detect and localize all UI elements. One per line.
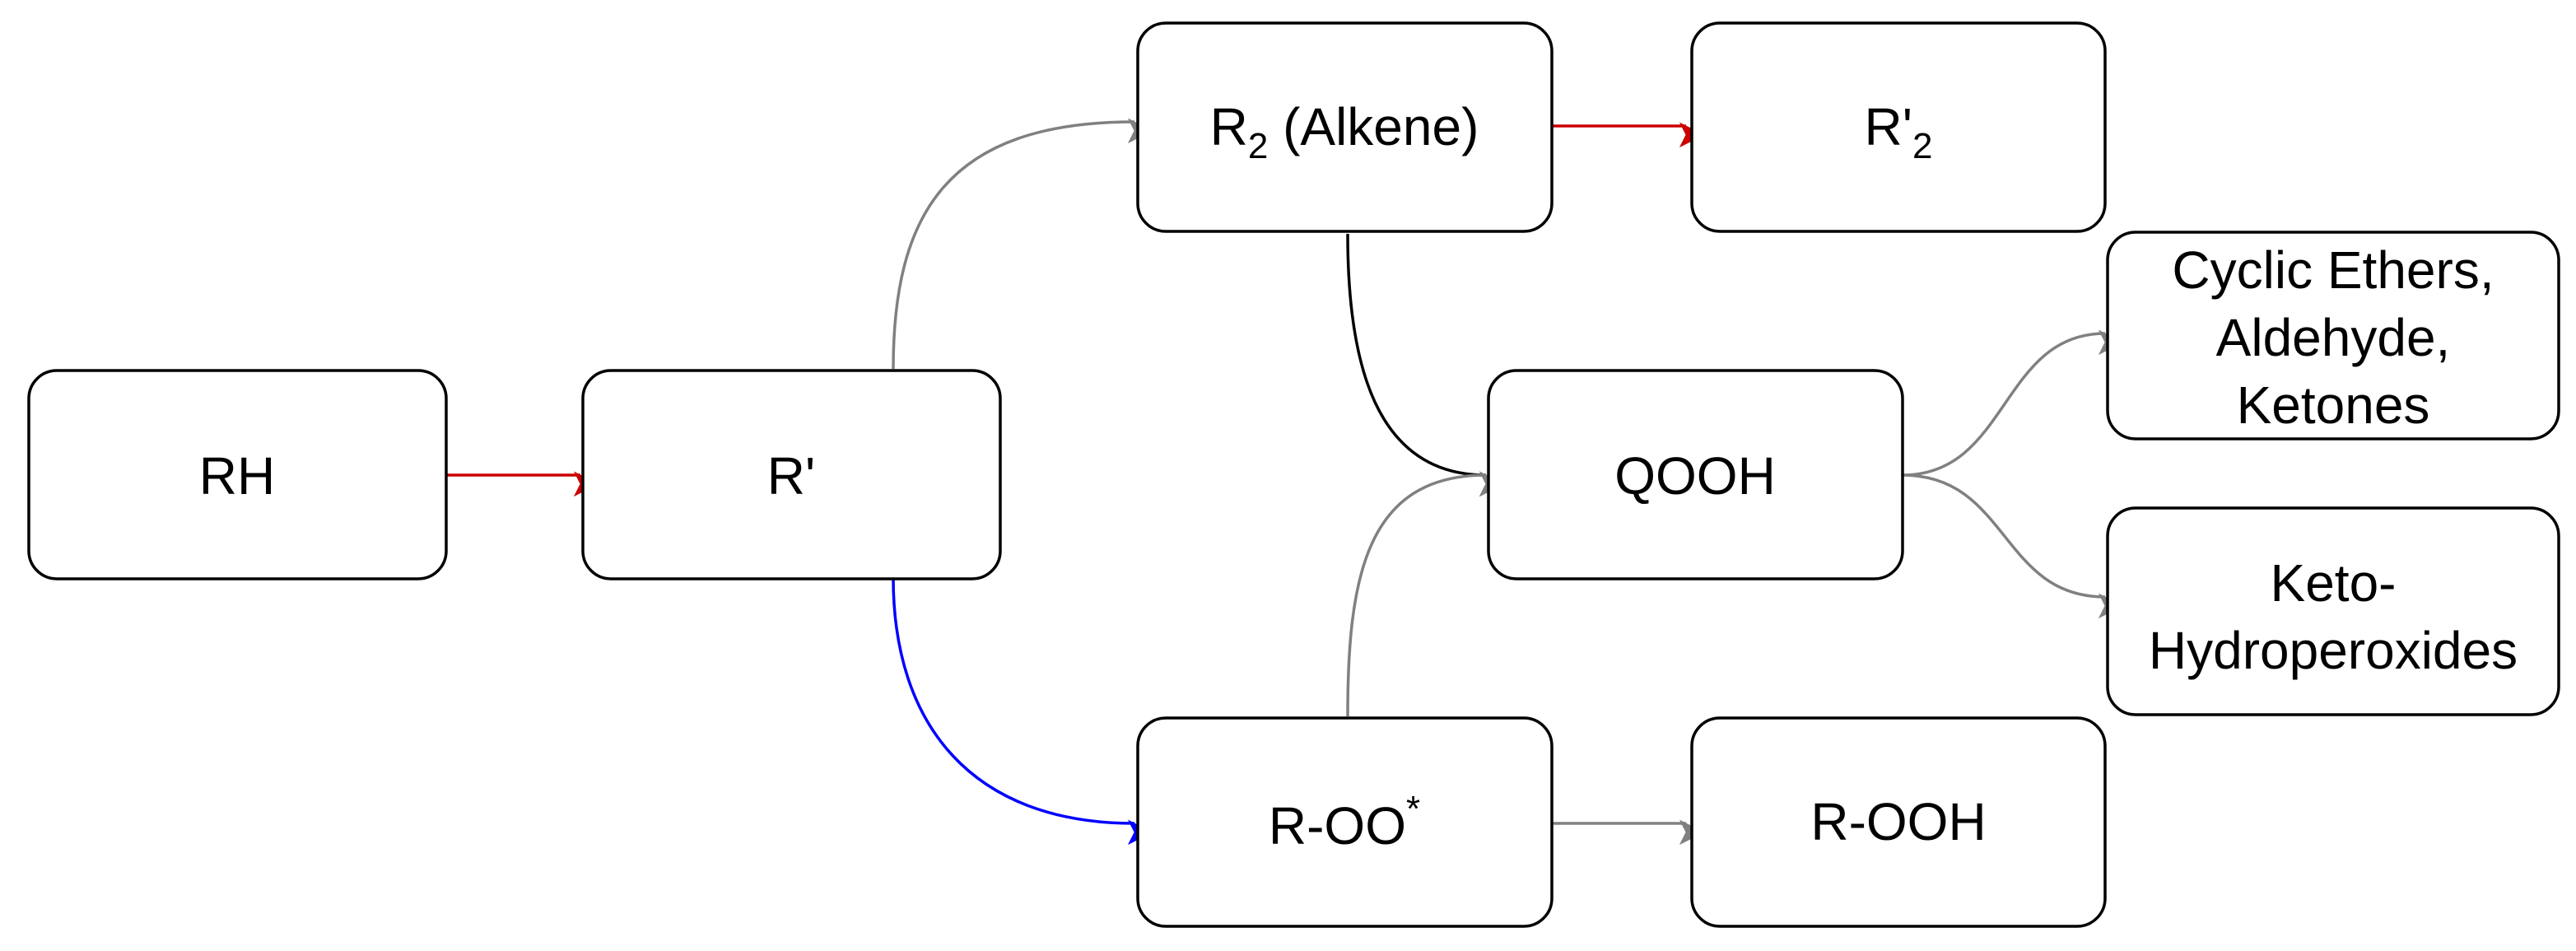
node-keto-hydroperoxides-line-2: Hydroperoxides — [2149, 621, 2518, 680]
edge-qooh-to-keto-hydroperoxides — [1902, 473, 2124, 619]
edge-qooh-to-cyclic-ethers — [1902, 329, 2124, 477]
node-rh: RH — [27, 369, 448, 580]
edge-alkene-to-qooh — [1346, 233, 1505, 497]
node-qooh: QOOH — [1487, 369, 1904, 580]
node-cyclic-ethers-line-1: Cyclic Ethers, — [2172, 240, 2494, 300]
node-cyclic-ethers-line-3: Ketones — [2237, 375, 2430, 435]
node-keto-hydroperoxides: Keto- Hydroperoxides — [2106, 506, 2560, 716]
node-roo-label: R-OO* — [1269, 789, 1420, 855]
node-alkene: R2 (Alkene) — [1136, 21, 1554, 233]
edge-r-to-roo — [892, 577, 1153, 846]
node-r-radical-label: R' — [767, 446, 815, 506]
node-qooh-label: QOOH — [1614, 446, 1776, 506]
node-roo: R-OO* — [1136, 716, 1554, 928]
edge-r-to-alkene — [892, 118, 1153, 370]
node-alkene-label: R2 (Alkene) — [1210, 97, 1479, 166]
node-rh-label: RH — [199, 446, 275, 506]
node-rooh-label: R-OOH — [1810, 792, 1986, 851]
node-r2-prime-label: R'2 — [1865, 97, 1933, 166]
node-keto-hydroperoxides-line-1: Keto- — [2271, 553, 2397, 613]
node-r2-prime: R'2 — [1690, 21, 2107, 233]
node-rooh: R-OOH — [1690, 716, 2107, 928]
node-r-radical: R' — [581, 369, 1002, 580]
node-cyclic-ethers-aldehyde-ketones: Cyclic Ethers, Aldehyde, Ketones — [2106, 231, 2560, 441]
node-cyclic-ethers-line-2: Aldehyde, — [2216, 308, 2451, 367]
edge-roo-to-qooh — [1346, 471, 1505, 717]
